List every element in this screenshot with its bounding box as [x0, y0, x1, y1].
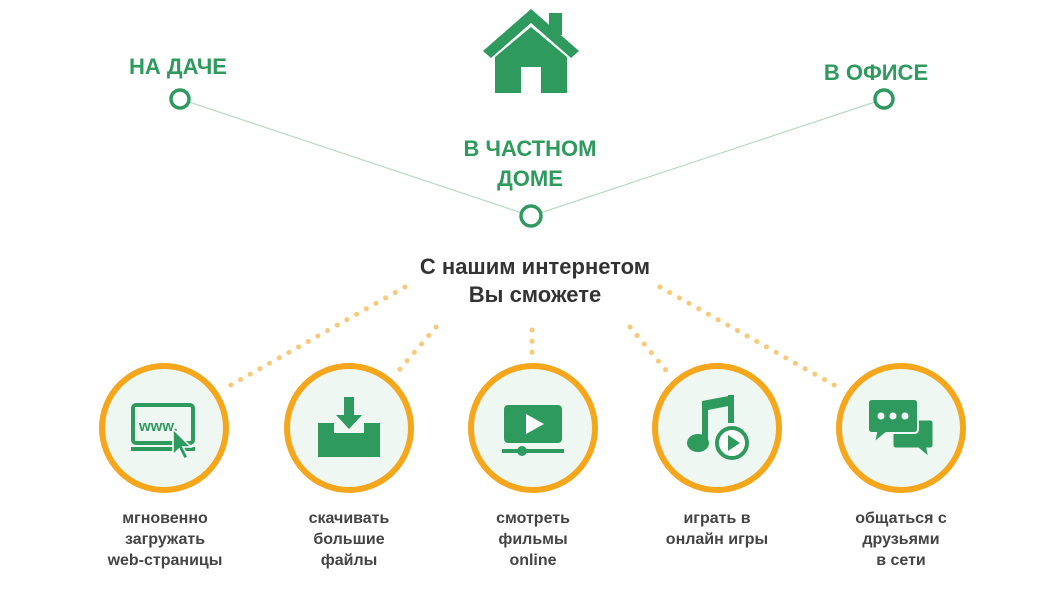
main-heading-line2: Вы сможете	[468, 282, 602, 307]
dotted-connectors	[219, 284, 846, 393]
feature-circle-web: www.	[99, 363, 229, 493]
feature-label-download-line1: скачивать	[308, 510, 390, 527]
web-browser-icon-text: www.	[138, 418, 178, 435]
feature-label-chat: общаться с друзьями в сети	[816, 508, 986, 571]
location-private-house-line2: ДОМЕ	[497, 166, 563, 191]
feature-label-download-line3: файлы	[320, 552, 378, 569]
node-private-house	[519, 204, 543, 228]
feature-label-web-line3: web-страницы	[107, 552, 223, 569]
feature-label-chat-line3: в сети	[876, 552, 926, 569]
feature-circle-video	[468, 363, 598, 493]
feature-circle-games	[652, 363, 782, 493]
location-dacha: НА ДАЧЕ	[129, 54, 227, 79]
feature-label-video: смотреть фильмы online	[448, 508, 618, 571]
main-heading: С нашим интернетом Вы сможете	[330, 253, 740, 309]
node-dacha	[169, 88, 191, 110]
main-heading-line1: С нашим интернетом	[419, 254, 651, 279]
feature-label-download: скачивать большие файлы	[264, 508, 434, 571]
house-icon	[483, 9, 579, 93]
music-play-icon	[687, 395, 749, 460]
download-icon	[318, 397, 380, 457]
node-office	[873, 88, 895, 110]
line-office-to-house	[530, 98, 885, 217]
feature-circle-download	[284, 363, 414, 493]
feature-label-games-line2: онлайн игры	[665, 531, 769, 548]
feature-label-download-line2: большие	[313, 531, 385, 548]
feature-label-chat-line2: друзьями	[862, 531, 940, 548]
location-private-house: В ЧАСТНОМ ДОМЕ	[430, 134, 630, 194]
video-play-icon	[502, 405, 564, 456]
location-private-house-line1: В ЧАСТНОМ	[463, 136, 597, 161]
feature-label-games: играть в онлайн игры	[632, 508, 802, 550]
web-browser-icon: www.	[131, 403, 195, 461]
feature-label-video-line1: смотреть	[496, 510, 570, 527]
feature-label-chat-line1: общаться с	[855, 510, 947, 527]
feature-label-video-line3: online	[509, 552, 557, 569]
feature-label-web-line2: загружать	[124, 531, 206, 548]
feature-label-video-line2: фильмы	[498, 531, 568, 548]
feature-circle-chat	[836, 363, 966, 493]
line-dacha-to-house	[179, 98, 532, 217]
chat-icon	[867, 398, 936, 463]
feature-label-web-line1: мгновенно	[122, 510, 208, 527]
feature-label-games-line1: играть в	[683, 510, 751, 527]
feature-label-web: мгновенно загружать web-страницы	[80, 508, 250, 571]
location-office: В ОФИСЕ	[823, 60, 929, 85]
